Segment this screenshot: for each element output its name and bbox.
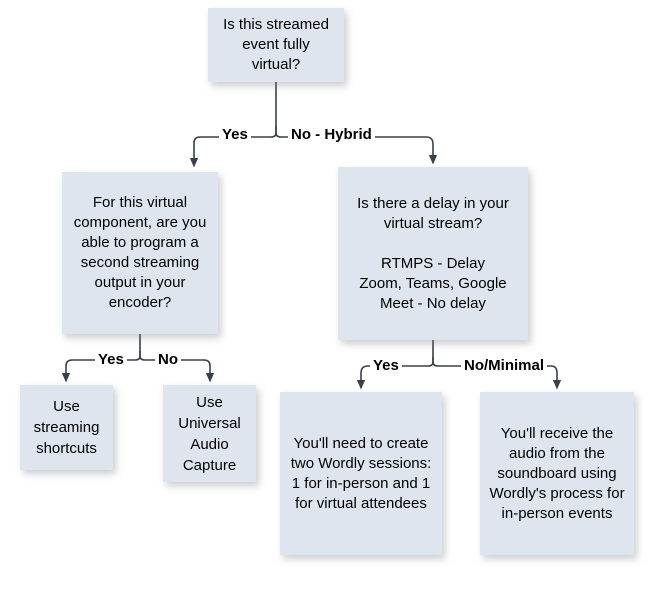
node-root-question: Is this streamed event fully virtual? <box>208 8 344 82</box>
node-use-universal-audio-capture: Use Universal Audio Capture <box>163 385 256 482</box>
edge-label-root-yes: Yes <box>219 126 251 143</box>
node-soundboard-audio: You'll receive the audio from the soundb… <box>480 392 634 555</box>
node-two-wordly-sessions: You'll need to create two Wordly session… <box>280 392 442 555</box>
edge-label-delay-yes: Yes <box>370 357 402 374</box>
edge-label-virtual-yes: Yes <box>95 351 127 368</box>
node-virtual-encoder-question: For this virtual component, are you able… <box>62 172 218 334</box>
edge-label-virtual-no: No <box>155 351 181 368</box>
node-use-streaming-shortcuts: Use streaming shortcuts <box>20 385 113 470</box>
node-stream-delay-question: Is there a delay in your virtual stream?… <box>338 167 528 340</box>
edge-label-delay-no-minimal: No/Minimal <box>461 357 548 374</box>
edge-label-root-no-hybrid: No - Hybrid <box>288 126 375 143</box>
